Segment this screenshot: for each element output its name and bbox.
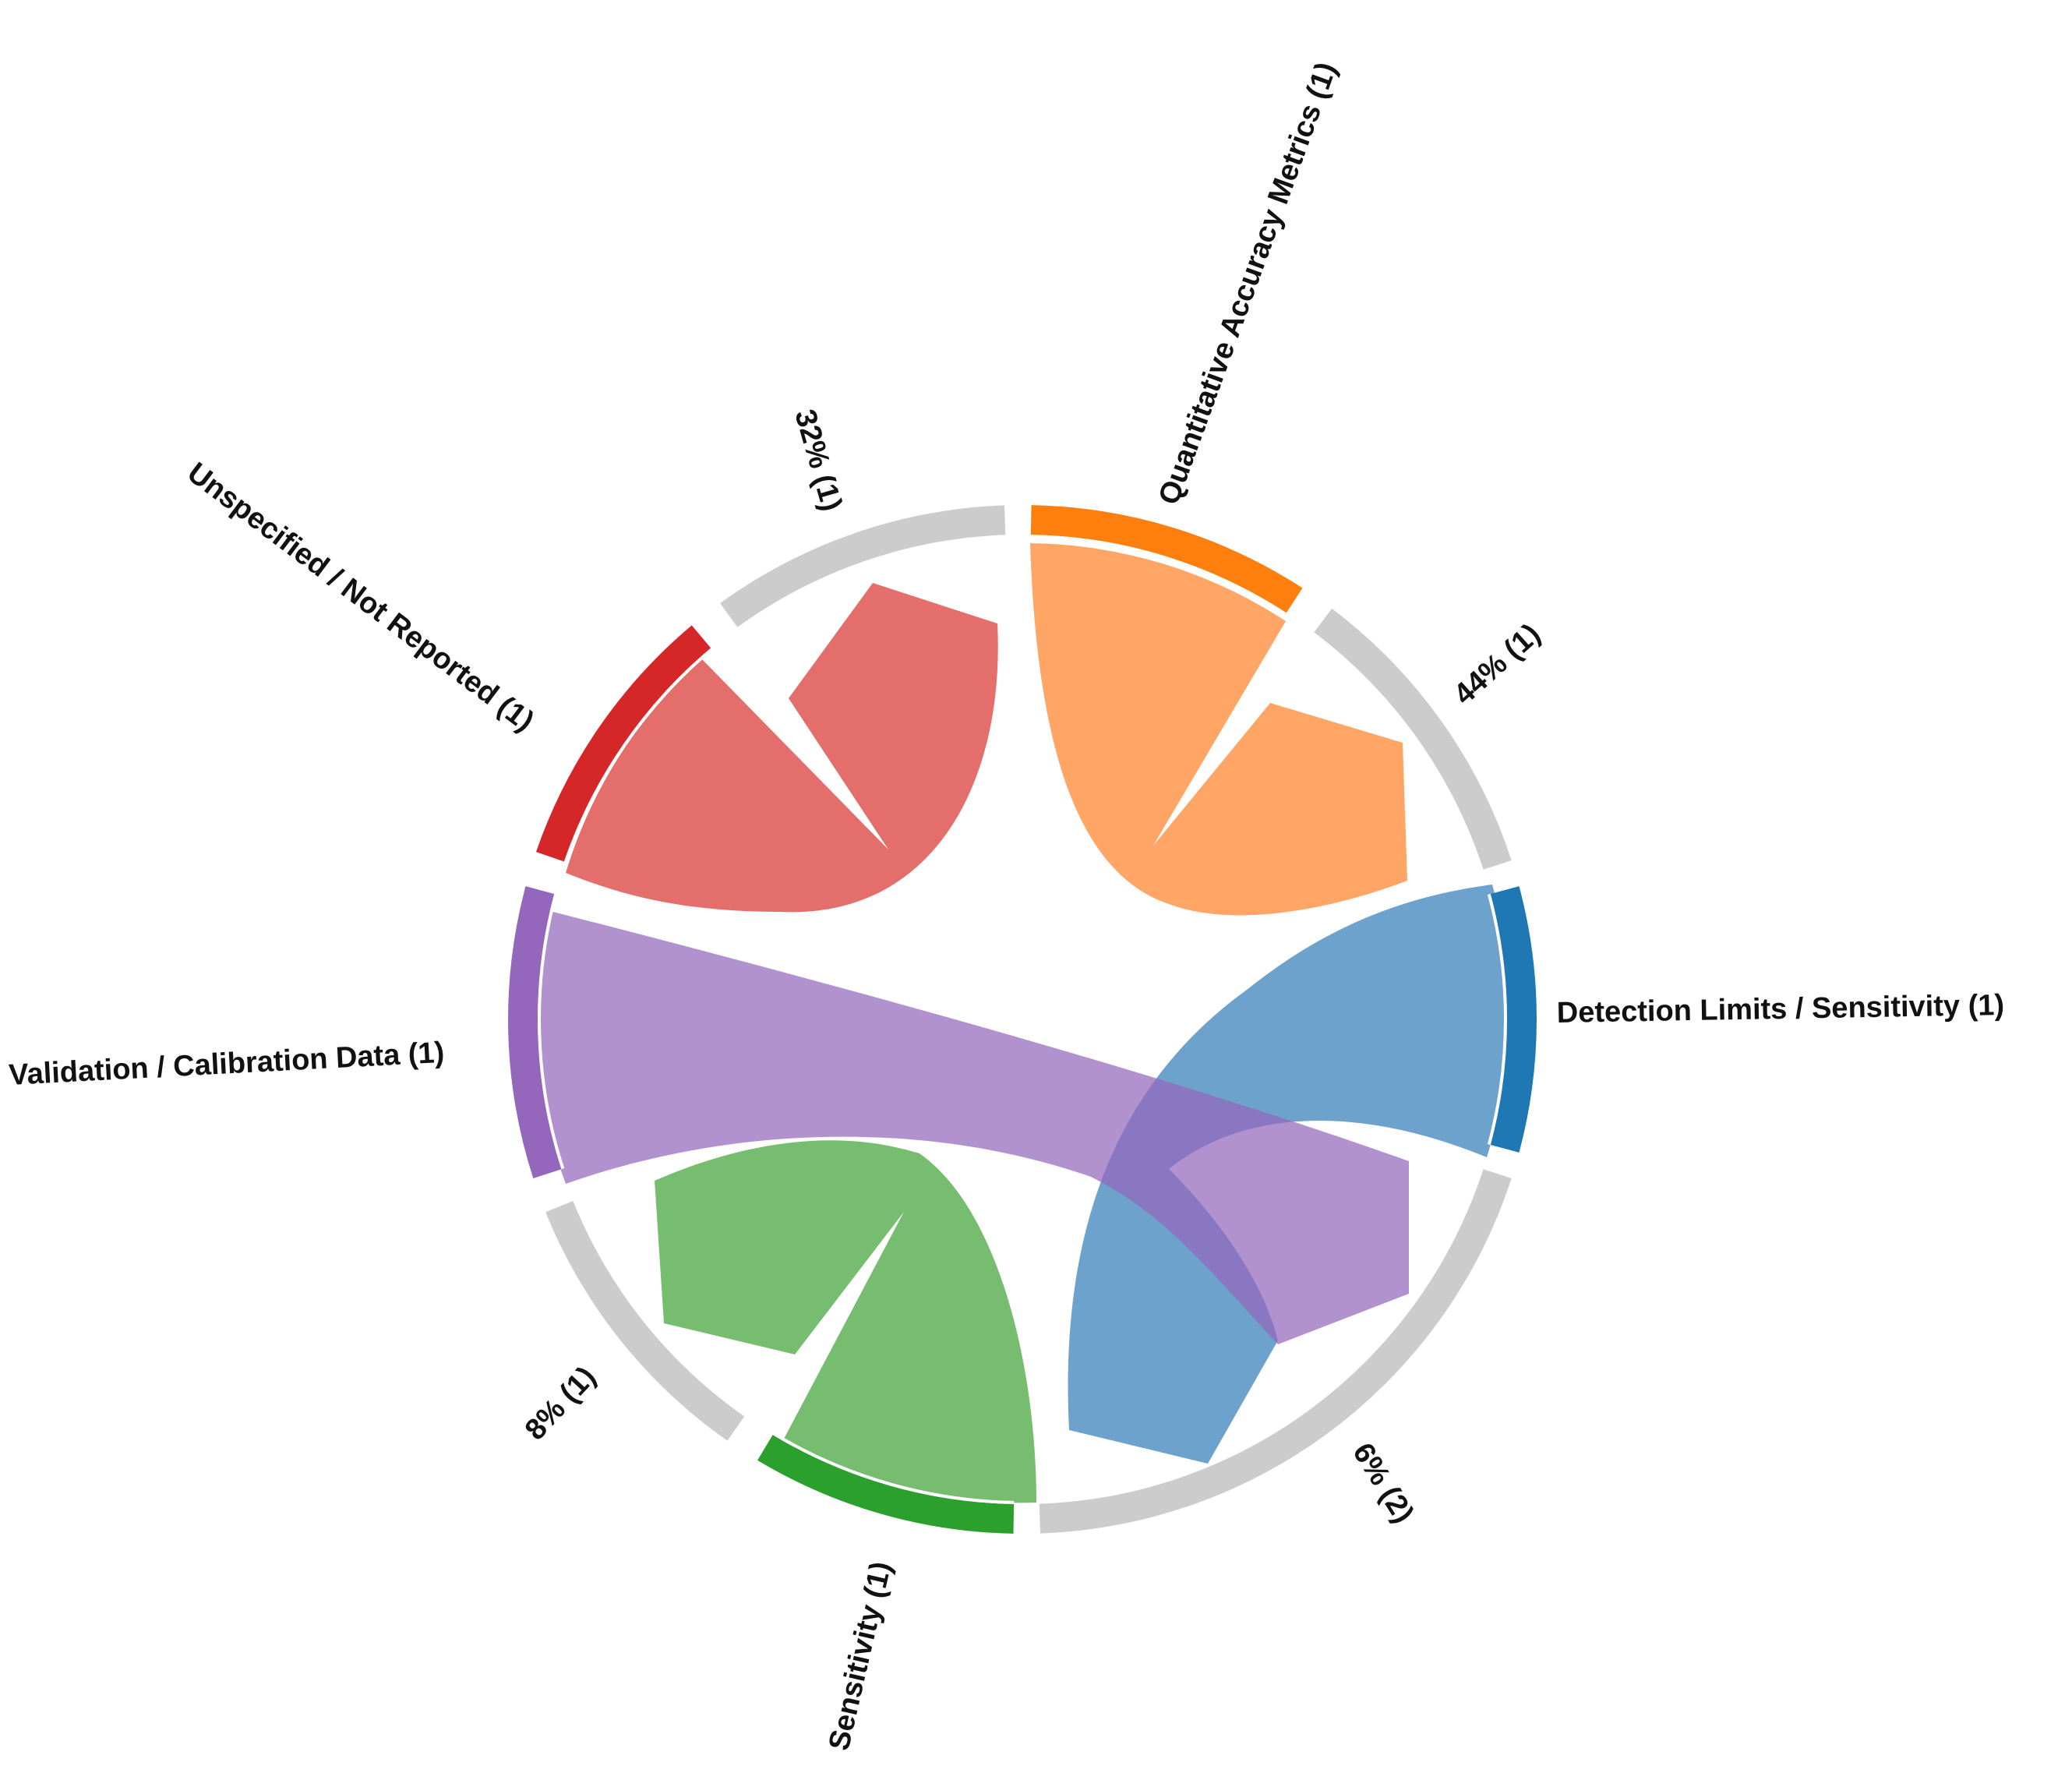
- arc-32pct[interactable]: [720, 505, 1006, 627]
- arc-quantitative-accuracy-metrics[interactable]: [1030, 505, 1303, 613]
- label-44pct: 44% (1): [1448, 617, 1547, 711]
- arc-validation-calibration-data[interactable]: [508, 886, 562, 1178]
- label-8pct: 8% (1): [519, 1361, 602, 1446]
- arc-detection-limits-sensitivity[interactable]: [1490, 886, 1537, 1153]
- arc-separator-line: [1487, 894, 1507, 1145]
- label-quantitative-accuracy-metrics: Quantitative Accuracy Metrics (1): [1152, 58, 1343, 509]
- ribbon-detection-to-6pct[interactable]: [1068, 885, 1510, 1464]
- label-sensitivity: Sensitivity (1): [823, 1559, 898, 1754]
- arc-separator-line: [772, 1432, 1015, 1504]
- arc-44pct[interactable]: [1314, 608, 1512, 870]
- label-detection-limits-sensitivity: Detection Limits / Sensitivity (1): [1556, 989, 2004, 1030]
- ribbon-sensitivity-to-8pct[interactable]: [655, 1140, 1036, 1503]
- arc-separator-line: [1030, 535, 1287, 616]
- arc-6pct[interactable]: [1039, 1169, 1512, 1534]
- ribbon-quantitative-to-44pct[interactable]: [1030, 543, 1407, 916]
- arc-8pct[interactable]: [545, 1201, 745, 1441]
- label-6pct: 6% (2): [1346, 1438, 1420, 1529]
- arc-separator-line: [563, 648, 713, 863]
- arc-sensitivity[interactable]: [757, 1435, 1015, 1534]
- arc-separator-line: [538, 894, 565, 1170]
- arc-unspecified-not-reported[interactable]: [535, 625, 711, 862]
- label-validation-calibration-data: Validation / Calibration Data (1): [8, 1037, 445, 1092]
- label-unspecified-not-reported: Unspecified / Not Reported (1): [182, 457, 540, 738]
- ribbon-unspecified-to-32pct[interactable]: [566, 583, 998, 913]
- label-32pct: 32% (1): [788, 406, 848, 514]
- ribbon-validation-to-6pct[interactable]: [535, 910, 1409, 1344]
